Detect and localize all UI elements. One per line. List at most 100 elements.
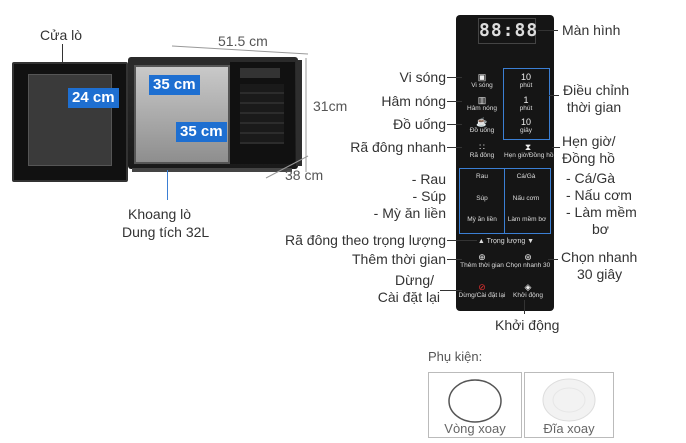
microwave-side	[296, 60, 302, 166]
vi-song-button-label: Vi sóng	[471, 82, 493, 89]
callout-hen-gio-2: Đồng hồ	[562, 150, 615, 166]
weight-control[interactable]: ▲ Trọng lượng ▼	[476, 238, 536, 245]
callout-sup: - Súp	[412, 188, 446, 204]
ra-dong-button[interactable]: ∷ Rã đông	[462, 142, 502, 159]
callout-do-uong: Đồ uống	[393, 116, 446, 132]
weight-leader	[447, 240, 477, 241]
defrost-icon: ∷	[479, 142, 485, 152]
callout-hen-gio-1: Hẹn giờ/	[562, 133, 616, 149]
ten-second-value: 10	[520, 117, 531, 127]
turntable-plate-icon	[542, 378, 596, 422]
callout-khoi-dong: Khởi động	[495, 317, 560, 333]
display-screen: 88:88	[478, 18, 537, 44]
do-uong-button[interactable]: ☕ Đồ uống	[462, 117, 502, 134]
ca-ga-button[interactable]: Cá/Gà	[516, 173, 536, 180]
nau-com-button[interactable]: Nấu cơm	[512, 195, 540, 202]
ring-label: Vòng xoay	[444, 421, 506, 436]
ra-dong-nhanh-leader	[447, 147, 462, 148]
do-uong-leader	[447, 124, 462, 125]
callout-rau: - Rau	[411, 171, 446, 187]
plate-label: Đĩa xoay	[543, 421, 595, 436]
khoi-dong-leader	[524, 300, 525, 314]
add-time-icon: ⊕	[478, 252, 486, 262]
height-dimension: 31cm	[313, 98, 348, 114]
callout-man-hinh: Màn hình	[562, 22, 621, 38]
callout-dung-1: Dừng/	[395, 272, 434, 288]
callout-ra-dong-trong-luong: Rã đông theo trọng lượng	[285, 232, 446, 248]
turntable-ring-icon	[448, 379, 502, 423]
ring-box: Vòng xoay	[428, 372, 522, 438]
stop-reset-button[interactable]: ⊘ Dừng/Cài đặt lại	[458, 282, 506, 299]
callout-them-thoi-gian: Thêm thời gian	[351, 251, 446, 267]
inner-depth-tag: 35 cm	[176, 122, 227, 142]
callout-ra-dong-nhanh: Rã đông nhanh	[350, 139, 446, 155]
depth-arrow	[265, 155, 309, 179]
ten-second-button[interactable]: 10 giây	[505, 117, 547, 134]
display-leader	[538, 30, 558, 31]
one-minute-value: 1	[523, 95, 529, 105]
start-button[interactable]: ◈ Khởi động	[506, 282, 550, 299]
cavity-label-line1: Khoang lò	[128, 206, 192, 222]
auto-cook-group-right	[504, 168, 551, 234]
rau-button[interactable]: Rau	[476, 173, 488, 180]
callout-ham-nong: Hâm nóng	[381, 93, 446, 109]
door-leader	[62, 44, 63, 74]
callout-lam-mem-1: - Làm mềm	[566, 204, 637, 220]
one-minute-button[interactable]: 1 phút	[505, 95, 547, 112]
accessories-title: Phụ kiện:	[428, 349, 483, 364]
width-dimension: 51.5 cm	[218, 33, 268, 49]
one-minute-unit: phút	[519, 105, 533, 112]
weight-label: Trọng lượng	[486, 238, 526, 245]
microwave-icon: ▣	[477, 72, 487, 82]
them-thoi-gian-leader	[447, 259, 462, 260]
lam-mem-bo-button[interactable]: Làm mềm bơ	[507, 216, 547, 223]
do-uong-button-label: Đồ uống	[469, 127, 495, 134]
ten-minute-button[interactable]: 10 phút	[505, 72, 547, 89]
weight-down-icon[interactable]: ▼	[525, 238, 535, 245]
sup-button[interactable]: Súp	[476, 195, 488, 202]
ten-second-unit: giây	[520, 127, 532, 134]
callout-vi-song: Vi sóng	[399, 69, 446, 85]
callout-nau-com: - Nấu cơm	[566, 187, 632, 203]
them-thoi-gian-label: Thêm thời gian	[460, 262, 504, 269]
ham-nong-leader	[447, 101, 462, 102]
start-icon: ◈	[524, 282, 532, 292]
chon-nhanh-30-label: Chọn nhanh 30	[505, 262, 551, 269]
callout-chon-nhanh-2: 30 giây	[577, 266, 623, 282]
door-label: Cửa lò	[40, 27, 83, 43]
weight-up-icon[interactable]: ▲	[477, 238, 487, 245]
height-arrow	[305, 58, 307, 172]
stop-icon: ⊘	[478, 282, 486, 292]
callout-dieu-chinh-2: thời gian	[566, 99, 622, 115]
callout-ca-ga: - Cá/Gà	[566, 170, 616, 186]
callout-chon-nhanh-1: Chọn nhanh	[561, 249, 638, 265]
quick-start-icon: ⊛	[524, 252, 532, 262]
callout-my-an-lien: - Mỳ ăn liền	[373, 205, 446, 221]
depth-dimension: 38 cm	[285, 167, 324, 183]
plate-box: Đĩa xoay	[524, 372, 614, 438]
stop-reset-label: Dừng/Cài đặt lại	[458, 292, 506, 299]
my-an-lien-button[interactable]: Mỳ ăn liền	[467, 216, 497, 223]
time-adjust-group	[503, 68, 550, 140]
dung-leader	[440, 290, 462, 291]
control-panel	[456, 15, 554, 311]
chon-nhanh-30-button[interactable]: ⊛ Chọn nhanh 30	[505, 252, 551, 269]
time-adjust-leader	[549, 95, 559, 96]
inner-width-tag: 35 cm	[149, 75, 200, 95]
ra-dong-button-label: Rã đông	[469, 152, 495, 159]
hen-gio-button-label: Hẹn giờ/Đồng hồ	[504, 152, 554, 159]
vi-song-button[interactable]: ▣ Vi sóng	[462, 72, 502, 89]
callout-dung-2: Cài đặt lại	[377, 289, 440, 305]
ham-nong-button[interactable]: ▥ Hâm nóng	[462, 95, 502, 112]
them-thoi-gian-button[interactable]: ⊕ Thêm thời gian	[460, 252, 504, 269]
microwave-base	[132, 168, 292, 172]
width-arrow	[171, 45, 309, 55]
start-label: Khởi động	[513, 292, 543, 299]
hen-gio-leader	[552, 147, 560, 148]
timer-icon: ⧗	[524, 142, 532, 152]
ten-minute-unit: phút	[519, 82, 533, 89]
cup-icon: ☕	[476, 117, 488, 127]
ham-nong-button-label: Hâm nóng	[467, 105, 497, 112]
hen-gio-button[interactable]: ⧗ Hẹn giờ/Đồng hồ	[504, 142, 554, 159]
chon-nhanh-leader	[548, 259, 558, 260]
